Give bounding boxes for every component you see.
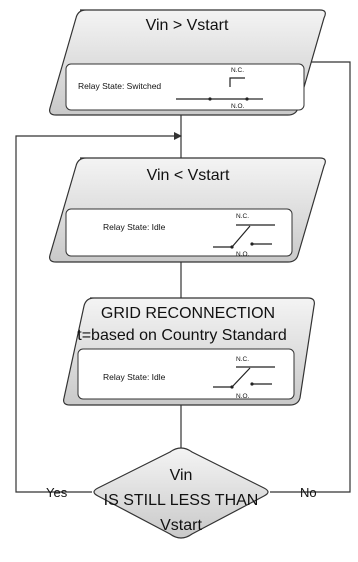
block-title: Vin < Vstart	[147, 167, 230, 184]
nc-label: N.C.	[231, 67, 244, 74]
relay-panel: Relay State: Idle N.C. N.O.	[77, 348, 295, 400]
no-label: N.O.	[236, 251, 250, 258]
yes-label: Yes	[46, 485, 68, 500]
nc-label: N.C.	[236, 213, 249, 220]
block-title: Vin > Vstart	[146, 17, 229, 34]
state-block-grid-reconnection: GRID RECONNECTION t=based on Country Sta…	[63, 297, 315, 406]
no-label: N.O.	[231, 103, 245, 110]
decision-line-1: Vin	[170, 467, 193, 484]
block-title-line-1: GRID RECONNECTION	[101, 305, 275, 322]
relay-idle-icon	[213, 224, 275, 249]
yes-loop-arrow	[15, 132, 182, 493]
relay-panel-box	[77, 348, 295, 400]
decision-line-2: IS STILL LESS THAN	[104, 492, 259, 509]
block-title-line-2: t=based on Country Standard	[77, 327, 286, 344]
state-block-vin-greater: Vin > Vstart Relay State: Switched N.C. …	[49, 9, 326, 116]
decision-diamond: Vin IS STILL LESS THAN Vstart	[93, 447, 269, 539]
no-loop-arrow	[270, 58, 351, 493]
relay-panel: Relay State: Switched N.C. N.O.	[65, 63, 305, 111]
relay-idle-icon	[213, 366, 275, 389]
no-label: N.O.	[236, 393, 250, 400]
relay-panel: Relay State: Idle N.C. N.O.	[65, 208, 293, 258]
decision-line-3: Vstart	[160, 517, 202, 534]
decision-shape	[93, 447, 269, 539]
nc-label: N.C.	[236, 356, 249, 363]
relay-panel-box	[65, 208, 293, 257]
relay-switched-icon	[176, 77, 263, 101]
state-block-vin-less: Vin < Vstart Relay State: Idle N.C. N.O.	[49, 157, 326, 263]
no-label: No	[300, 485, 317, 500]
relay-state-label: Relay State: Idle	[103, 372, 166, 382]
relay-state-label: Relay State: Switched	[78, 81, 161, 91]
relay-state-label: Relay State: Idle	[103, 222, 166, 232]
